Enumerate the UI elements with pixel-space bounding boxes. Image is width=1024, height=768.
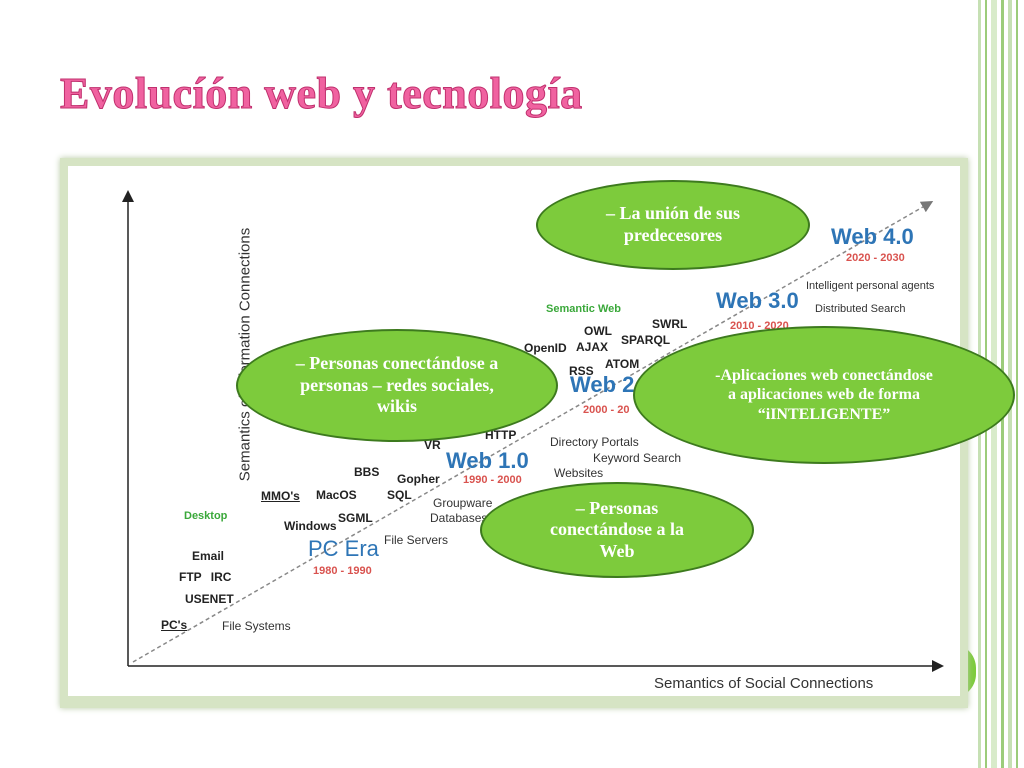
diagram-axes [122, 190, 944, 672]
label-directory-portals: Directory Portals [550, 435, 639, 449]
label-atom: ATOM [605, 357, 640, 371]
label-pcs: PC's [161, 618, 188, 632]
era-web3-name: Web 3.0 [716, 288, 799, 313]
label-distributed-search: Distributed Search [815, 303, 906, 315]
label-vr: VR [424, 438, 441, 452]
label-sgml: SGML [338, 511, 373, 525]
era-web2-name: Web 2 [570, 372, 635, 397]
label-http: HTTP [485, 428, 517, 442]
callout-apps-to-apps: -Aplicaciones web conectándose a aplicac… [633, 326, 1015, 464]
label-file-systems: File Systems [222, 619, 291, 633]
slide-title: Evolucíón web y tecnología [60, 69, 583, 119]
callout-union-predecessors: – La unión de sus predecesores [536, 180, 810, 270]
label-windows: Windows [284, 519, 337, 533]
era-pc-years: 1980 - 1990 [313, 565, 372, 577]
label-rss: RSS [569, 364, 594, 378]
callout-union-text: – La unión de sus predecesores [605, 203, 741, 245]
label-email: Email [192, 549, 225, 563]
label-databases: Databases [430, 511, 488, 525]
callout-people-to-people-text: – Personas conectándose a personas – red… [295, 353, 499, 417]
label-groupware: Groupware [433, 496, 493, 510]
label-desktop: Desktop [184, 510, 228, 522]
label-bbs: BBS [354, 465, 380, 479]
web-evolution-diagram: Semantics of Information Connections Sem… [60, 158, 968, 708]
callout-people-to-people: – Personas conectándose a personas – red… [236, 329, 558, 442]
x-axis-label: Semantics of Social Connections [654, 675, 874, 692]
era-web1-years: 1990 - 2000 [463, 474, 522, 486]
label-ftp-irc: FTP IRC [179, 570, 232, 584]
label-file-servers: File Servers [384, 533, 449, 547]
trend-line [132, 201, 934, 663]
label-websites: Websites [554, 466, 604, 480]
label-swrl: SWRL [652, 317, 688, 331]
label-ajax: AJAX [576, 340, 609, 354]
label-mmos: MMO's [261, 489, 300, 503]
label-semantic-web: Semantic Web [546, 303, 621, 315]
callout-people-to-web-text: – Personas conectándose a la Web [550, 497, 684, 561]
label-keyword-search: Keyword Search [593, 451, 682, 465]
era-web2-years: 2000 - 20 [583, 404, 630, 416]
label-sql: SQL [387, 488, 412, 502]
label-gopher: Gopher [397, 472, 440, 486]
era-web4-years: 2020 - 2030 [846, 252, 905, 264]
callout-apps-to-apps-text: -Aplicaciones web conectándose a aplicac… [715, 367, 933, 423]
diagram-canvas: Semantics of Information Connections Sem… [68, 166, 960, 696]
label-owl: OWL [584, 324, 612, 338]
label-intelligent-agents: Intelligent personal agents [806, 280, 935, 292]
era-web1-name: Web 1.0 [446, 448, 529, 473]
callout-people-to-web: – Personas conectándose a la Web [480, 482, 754, 578]
label-macos: MacOS [316, 488, 357, 502]
era-pc-name: PC Era [308, 536, 379, 561]
label-usenet: USENET [185, 592, 234, 606]
label-sparql: SPARQL [621, 333, 671, 347]
y-axis-label: Semantics of Information Connections [236, 227, 254, 482]
label-openid: OpenID [524, 341, 567, 355]
era-web4-name: Web 4.0 [831, 224, 914, 249]
